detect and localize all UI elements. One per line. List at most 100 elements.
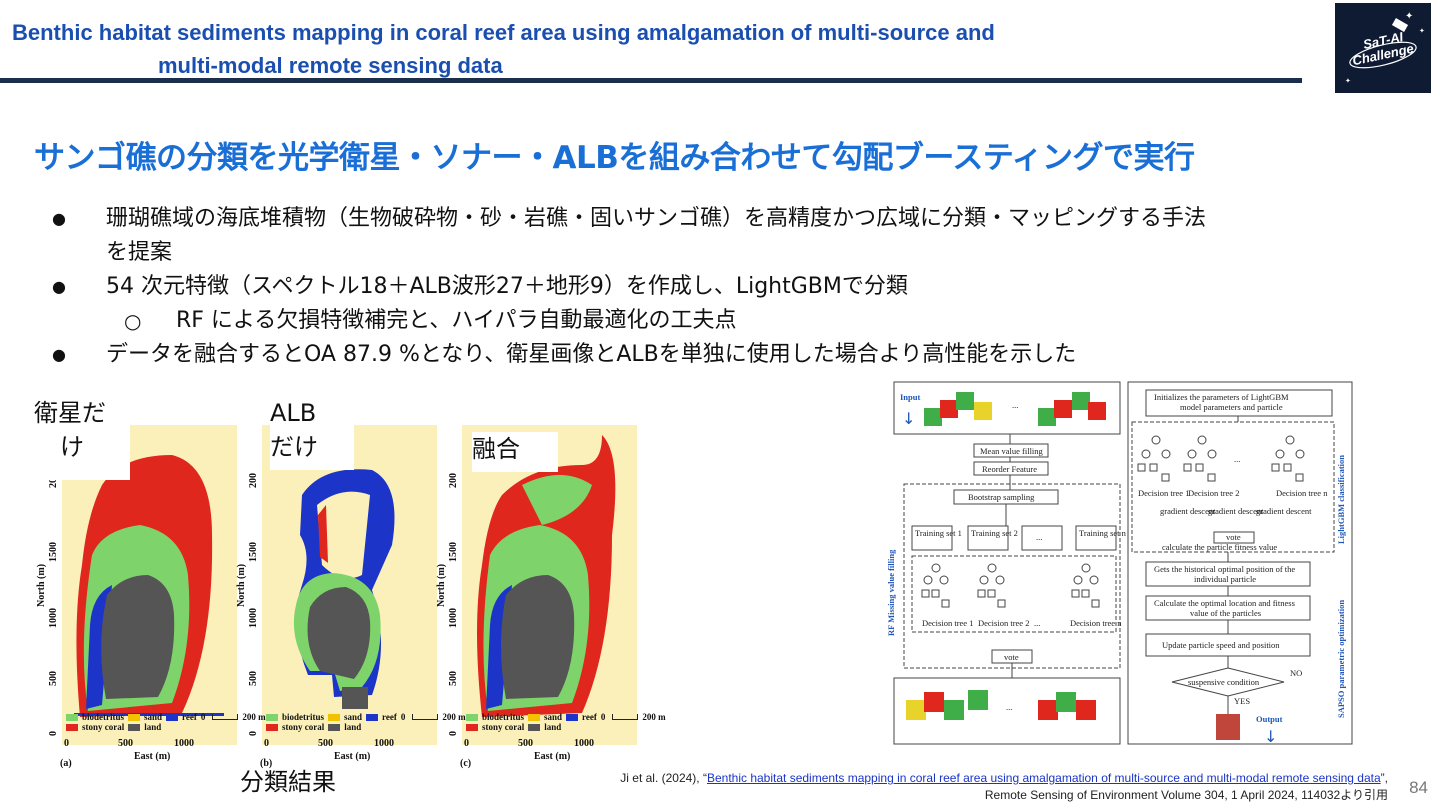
legend-label: stony coral [282,722,325,732]
y-tick: 1500 [48,542,59,562]
y-tick: 1000 [48,608,59,628]
optimal-line2: value of the particles [1190,608,1261,618]
y-axis-label: North (m) [436,563,448,608]
rf-decision-tree: Decision tree n [1070,618,1122,628]
x-tick: 1000 [574,738,594,749]
legend-swatch-sand [528,713,541,721]
diagram-ellipsis: ... [1006,702,1012,712]
header-title-line2: multi-modal remote sensing data [158,53,503,78]
update-particle: Update particle speed and position [1162,640,1280,650]
x-tick: 500 [318,738,333,749]
diagram-input-label: Input [900,392,920,402]
input-tiles [924,392,1106,426]
legend-swatch-biodetritus [266,713,278,721]
panel-letter: (c) [460,758,472,769]
sub-bullet-item: ○ RF による欠損特徴補完と、ハイパラ自動最適化の工夫点 [52,304,1382,338]
x-tick: 500 [518,738,533,749]
legend-label: sand [344,712,363,722]
citation: Ji et al. (2024), “Benthic habitat sedim… [620,770,1388,804]
legend-label: land [344,722,362,732]
panel-label-line1: 衛星だ [34,399,106,427]
training-set: ... [1036,532,1042,542]
diagram-connectors [1005,416,1239,714]
map-alb-image [293,469,395,709]
svg-text:✦: ✦ [1345,77,1351,85]
legend-label: land [144,722,162,732]
legend-swatch-reef [566,713,579,721]
lgbm-decision-tree: Decision tree 2 [1188,488,1239,498]
legend-label: land [544,722,562,732]
legend-swatch-sand [128,713,141,721]
header-divider [0,78,1302,83]
header-title-line1: Benthic habitat sediments mapping in cor… [12,20,995,45]
lgbm-trees-graphic [1137,435,1305,482]
scale-bar-label-start: 0 [400,712,406,722]
training-set: Training set n [1079,528,1127,538]
x-tick: 0 [264,738,269,749]
bullet-item: ● 珊瑚礁域の海底堆積物（生物破砕物・砂・岩礁・固いサンゴ礁）を高精度かつ広域に… [52,202,1382,236]
rf-side-label: RF Missing value filling [888,549,896,636]
bullet-text: を提案 [106,240,173,265]
bullet-text: 珊瑚礁域の海底堆積物（生物破砕物・砂・岩礁・固いサンゴ礁）を高精度かつ広域に分類… [106,206,1207,231]
x-tick: 0 [464,738,469,749]
legend-swatch-land [128,723,141,731]
y-axis-alb: North (m) 200 1500 1000 500 0 [236,430,264,740]
diagram-ellipsis: ... [1012,400,1018,410]
y-tick: 1000 [248,608,259,628]
yes-label: YES [1234,696,1250,706]
rf-vote: vote [1004,652,1019,662]
x-axis-label: East (m) [134,751,171,762]
bullet-marker: ● [52,345,66,364]
lgbm-vote: vote [1226,532,1241,542]
legend-swatch-sand [328,713,341,721]
y-tick: 0 [48,731,59,736]
legend-label: biodetritus [282,712,325,722]
legend-swatch-stony-coral [266,723,278,731]
citation-link[interactable]: Benthic habitat sediments mapping in cor… [706,771,1381,785]
page-number: 84 [1409,778,1428,797]
legend-label: biodetritus [482,712,525,722]
scale-bar-label-end: 200 m [242,712,266,722]
legend-label: stony coral [82,722,125,732]
scale-bar-label-start: 0 [200,712,206,722]
historical-line2: individual particle [1194,574,1256,584]
bullet-text: データを融合するとOA 87.9 %となり、衛星画像とALBを単独に使用した場合… [106,342,1077,367]
scale-bar-label-start: 0 [600,712,606,722]
output-tiles [906,690,1096,720]
panel-label-line2: け [60,433,84,461]
legend-swatch-land [528,723,541,731]
sub-bullet-text: RF による欠損特徴補完と、ハイパラ自動最適化の工夫点 [176,308,737,333]
rf-trees-graphic [921,563,1100,608]
bullet-marker: ● [52,277,66,296]
diagram-ellipsis: ... [1234,454,1240,464]
reorder-feature: Reorder Feature [982,464,1037,474]
y-tick: 1500 [248,542,259,562]
gradient-descent: gradient descent [1208,506,1264,516]
x-tick: 1000 [174,738,194,749]
no-label: NO [1290,668,1302,678]
x-axis-satellite: 0 500 1000 East (m) (a) [60,738,242,778]
bootstrap-sampling: Bootstrap sampling [968,492,1035,502]
legend-swatch-stony-coral [66,723,78,731]
bullet-text: 54 次元特徴（スペクトル18＋ALB波形27＋地形9）を作成し、LightGB… [106,274,908,299]
panel-label-line1: 融合 [472,435,520,463]
rf-decision-tree: ... [1034,618,1040,628]
legend-swatch-biodetritus [466,713,478,721]
historical-line1: Gets the historical optimal position of … [1154,564,1295,574]
y-tick: 200 [248,473,259,488]
scale-bar [212,714,239,720]
lgbm-decision-tree: Decision tree 1 [1138,488,1189,498]
method-flow-diagram-graphic: Input ↓ ... Mean value filling Reorder F… [888,381,1353,746]
init-params-line1: Initializes the parameters of LightGBM [1154,392,1289,402]
slide-header-title: Benthic habitat sediments mapping in cor… [12,16,1192,82]
legend-label: biodetritus [82,712,125,722]
sapso-side-label: SAPSO parametric optimization [1336,600,1346,718]
bullet-item: ● 54 次元特徴（スペクトル18＋ALB波形27＋地形9）を作成し、Light… [52,270,1382,304]
legend-label: reef [182,712,197,722]
panel-label-fusion: 融合 [472,432,558,472]
citation-prefix: Ji et al. (2024), “ [620,771,707,785]
map-fusion-image [477,435,616,717]
y-axis-label: North (m) [36,563,48,608]
